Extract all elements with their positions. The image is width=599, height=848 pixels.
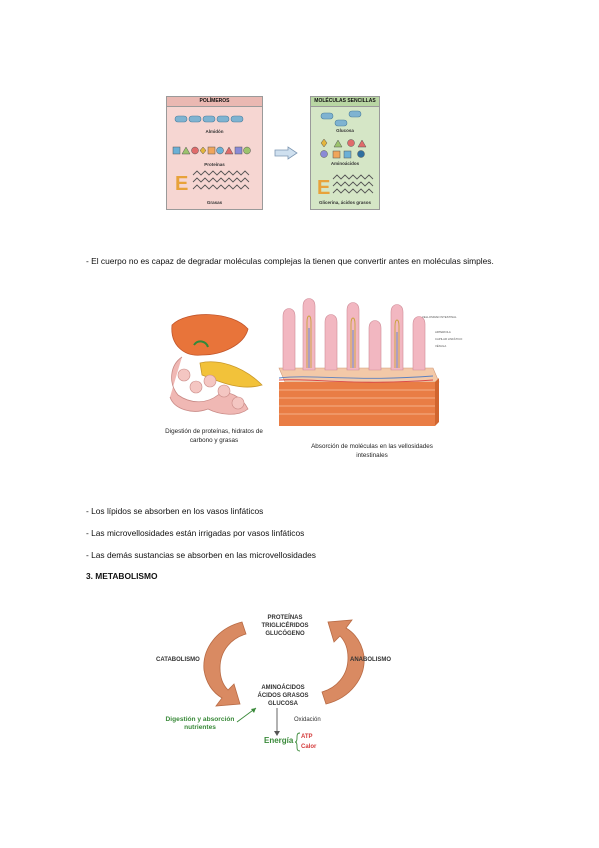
simple-label-glycerin: Glicerina, ácidos grasos xyxy=(318,200,372,205)
energy-brace xyxy=(295,732,301,752)
paragraph-complex-molecules: - El cuerpo no es capaz de degradar molé… xyxy=(86,256,494,266)
caption-digestion: Digestión de proteínas, hidratos de carb… xyxy=(165,428,263,444)
metabolism-top-molecules: PROTEÍNAS TRIGLICÉRIDOS GLUCÓGENO xyxy=(240,614,330,638)
mid-line-aminoacids: AMINOÁCIDOS xyxy=(261,685,305,691)
bullet-lipids: - Los lípidos se absorben en los vasos l… xyxy=(86,506,264,516)
simple-label-glucose: Glucosa xyxy=(336,128,354,133)
polymers-label-fats: Grasas xyxy=(206,200,223,205)
label-villus: VELLOSIDAD INTESTINAL xyxy=(422,315,457,319)
catabolism-label: CATABOLISMO xyxy=(156,657,200,663)
top-line-triglycerides: TRIGLICÉRIDOS xyxy=(261,623,309,629)
simple-label-aminoacids: Aminoácidos xyxy=(330,161,360,166)
svg-text:E: E xyxy=(317,177,330,199)
metabolism-cycle-arrows xyxy=(203,619,365,707)
top-line-proteins: PROTEÍNAS xyxy=(267,615,303,621)
digestive-organs-illustration xyxy=(169,314,263,415)
metabolism-small-arrows xyxy=(236,707,280,736)
top-line-glycogen: GLUCÓGENO xyxy=(265,631,305,637)
polymers-label-starch: Almidón xyxy=(205,129,224,134)
mid-line-fatty-acids: ÁCIDOS GRASOS xyxy=(257,693,309,699)
energy-heat: Calor xyxy=(301,744,317,750)
anabolism-label: ANABOLISMO xyxy=(350,657,391,663)
svg-text:E: E xyxy=(175,173,188,195)
energy-label: Energía xyxy=(264,736,294,745)
simple-molecules-illustration: E xyxy=(317,110,374,199)
caption-absorption: Absorción de moléculas en las vellosidad… xyxy=(311,443,433,459)
polymers-title: POLÍMEROS xyxy=(167,97,262,107)
bullet-other-substances: - Las demás sustancias se absorben en la… xyxy=(86,550,316,560)
polymers-label-proteins: Proteínas xyxy=(204,162,225,167)
section-heading-metabolism: 3. METABOLISMO xyxy=(86,571,158,581)
mid-line-glucose: GLUCOSA xyxy=(268,701,298,707)
label-lymph-capillary: CAPILAR LINFÁTICO xyxy=(435,337,463,341)
metabolism-middle-molecules: AMINOÁCIDOS ÁCIDOS GRASOS GLUCOSA xyxy=(243,684,323,708)
label-venule: VÉNULA xyxy=(435,344,447,348)
simple-molecules-title: MOLÉCULAS SENCILLAS xyxy=(311,97,379,107)
energy-atp: ATP xyxy=(301,734,313,740)
polymers-illustration: E xyxy=(172,115,251,195)
label-arteriole: ARTERIOLA xyxy=(435,330,451,334)
intestinal-villi-illustration xyxy=(278,298,440,426)
digestion-absorption-label: Digestión y absorción nutrientes xyxy=(165,716,235,731)
polymers-panel: POLÍMEROS E Almidón Proteínas xyxy=(166,96,263,210)
simple-molecules-panel: MOLÉCULAS SENCILLAS E Glucosa Aminoácido… xyxy=(310,96,380,210)
bullet-microvilli: - Las microvellosidades están irrigadas … xyxy=(86,528,305,538)
right-arrow-icon xyxy=(274,146,298,160)
oxidation-label: Oxidación xyxy=(294,717,321,723)
